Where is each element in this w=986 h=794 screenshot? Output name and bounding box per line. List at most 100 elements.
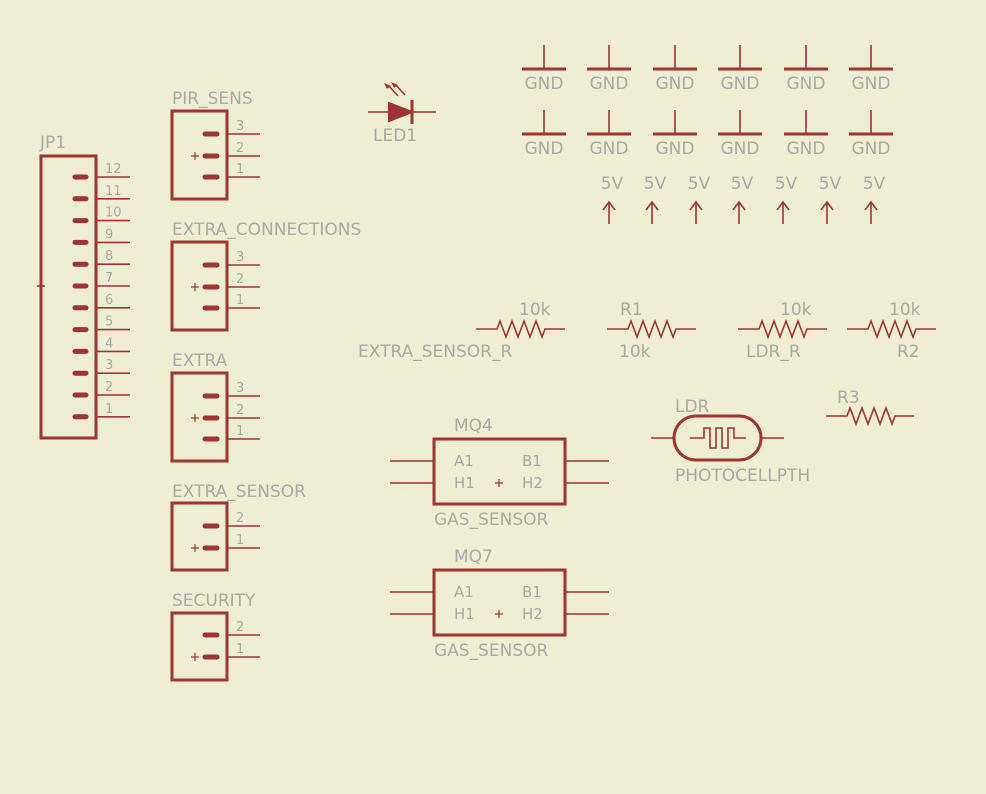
- gnd-label: GND: [721, 74, 760, 94]
- vcc-label: 5V: [775, 174, 798, 194]
- resistor-r1: R1 10k: [607, 300, 696, 362]
- resistor-value: 10k: [889, 300, 921, 320]
- connector-pin-label: 3: [236, 250, 244, 265]
- jp1-pin-label: 7: [105, 271, 113, 286]
- gnd-label: GND: [787, 139, 826, 159]
- connector-body: [170, 371, 229, 463]
- connector-pin-label: 2: [236, 141, 244, 156]
- gnd-label: GND: [852, 139, 891, 159]
- sensor-pin-b1: B1: [522, 583, 542, 601]
- connector-name: EXTRA_SENSOR: [172, 482, 306, 502]
- arrow-up-icon: [776, 200, 790, 211]
- gnd-label: GND: [656, 139, 695, 159]
- sensor-name: MQ7: [454, 547, 493, 567]
- jp1-pin-label: 1: [105, 402, 113, 417]
- vcc-label: 5V: [819, 174, 842, 194]
- connector-body: [170, 501, 229, 572]
- sensor-pin-h1: H1: [454, 474, 475, 492]
- sensor-name: MQ4: [454, 416, 493, 436]
- resistor-name: LDR_R: [746, 342, 801, 362]
- gnd-label: GND: [721, 139, 760, 159]
- ldr-photocell: LDR PHOTOCELLPTH: [651, 397, 810, 486]
- sensor-pin-h2: H2: [522, 605, 543, 623]
- jp1-pin-label: 6: [105, 293, 113, 308]
- sensor-body: [432, 568, 567, 637]
- gnd-label: GND: [525, 74, 564, 94]
- resistor-r2: 10k R2: [847, 300, 936, 362]
- gnd-symbol: GND: [522, 45, 566, 94]
- photocell-icon: [672, 414, 763, 462]
- jp1-name: JP1: [39, 133, 66, 153]
- sensor-value: GAS_SENSOR: [434, 641, 549, 661]
- jp1-body: [39, 154, 98, 440]
- gnd-label: GND: [525, 139, 564, 159]
- vcc-5v-symbol: 5V: [644, 174, 667, 224]
- sensor-body: [432, 437, 567, 506]
- gnd-symbol: GND: [849, 110, 893, 159]
- resistor-zigzag-icon: [476, 318, 565, 340]
- connector-body: [170, 240, 229, 332]
- vcc-label: 5V: [731, 174, 754, 194]
- gnd-symbol: GND: [653, 45, 697, 94]
- resistor-ldr-r: 10k LDR_R: [738, 300, 827, 362]
- resistor-r3: R3: [826, 388, 914, 427]
- connector-pin-label: 2: [236, 272, 244, 287]
- connector-pin-label: 3: [236, 381, 244, 396]
- connector-pin-label: 3: [236, 119, 244, 134]
- vcc-5v-symbol: 5V: [819, 174, 842, 224]
- gnd-symbol: GND: [653, 110, 697, 159]
- arrow-up-icon: [602, 200, 616, 211]
- resistor-name: R3: [837, 388, 860, 408]
- connector-name: SECURITY: [172, 591, 256, 611]
- arrow-up-icon: [864, 200, 878, 211]
- sensor-value: GAS_SENSOR: [434, 510, 549, 530]
- gnd-label: GND: [787, 74, 826, 94]
- gnd-label: GND: [590, 74, 629, 94]
- sensor-pin-b1: B1: [522, 452, 542, 470]
- jp1-pin-label: 8: [105, 249, 113, 264]
- gnd-label: GND: [852, 74, 891, 94]
- vcc-5v-symbol: 5V: [688, 174, 711, 224]
- gnd-symbol: GND: [587, 110, 631, 159]
- jp1-pin-label: 2: [105, 380, 113, 395]
- resistor-value: 10k: [619, 342, 651, 362]
- jp1-pin-label: 9: [105, 227, 113, 242]
- sensor-pin-h1: H1: [454, 605, 475, 623]
- jp1-pin-label: 11: [105, 184, 122, 199]
- connector-pin-label: 2: [236, 511, 244, 526]
- resistor-zigzag-icon: [738, 318, 827, 340]
- resistor-extra-sensor-r: 10k EXTRA_SENSOR_R: [358, 300, 565, 362]
- jp1-pin-label: 10: [105, 206, 122, 221]
- led1: LED1: [368, 82, 436, 146]
- diode-icon: [388, 101, 415, 123]
- gnd-symbol: GND: [784, 110, 828, 159]
- gas-sensors: MQ4A1H1B1H2GAS_SENSORMQ7A1H1B1H2GAS_SENS…: [390, 416, 609, 661]
- resistor-name: R1: [620, 300, 643, 320]
- jp1-pin-label: 12: [105, 162, 122, 177]
- gnd-symbol: GND: [784, 45, 828, 94]
- gnd-symbol: GND: [849, 45, 893, 94]
- arrow-up-icon: [645, 200, 659, 211]
- connector-name: EXTRA_CONNECTIONS: [172, 220, 361, 240]
- vcc-label: 5V: [688, 174, 711, 194]
- connector-pin-label: 1: [236, 642, 244, 657]
- vcc-5v-symbol: 5V: [731, 174, 754, 224]
- resistor-zigzag-icon: [847, 318, 936, 340]
- connector-body: [170, 109, 229, 201]
- vcc-5v-symbol: 5V: [863, 174, 886, 224]
- connector-pin-label: 2: [236, 403, 244, 418]
- vcc-label: 5V: [644, 174, 667, 194]
- connector-name: PIR_SENS: [172, 89, 253, 109]
- vcc-label: 5V: [863, 174, 886, 194]
- resistor-name: EXTRA_SENSOR_R: [358, 342, 512, 362]
- ldr-value: PHOTOCELLPTH: [675, 466, 810, 486]
- sensor-pin-a1: A1: [454, 583, 474, 601]
- connector-pin-label: 1: [236, 424, 244, 439]
- resistor-value: 10k: [780, 300, 812, 320]
